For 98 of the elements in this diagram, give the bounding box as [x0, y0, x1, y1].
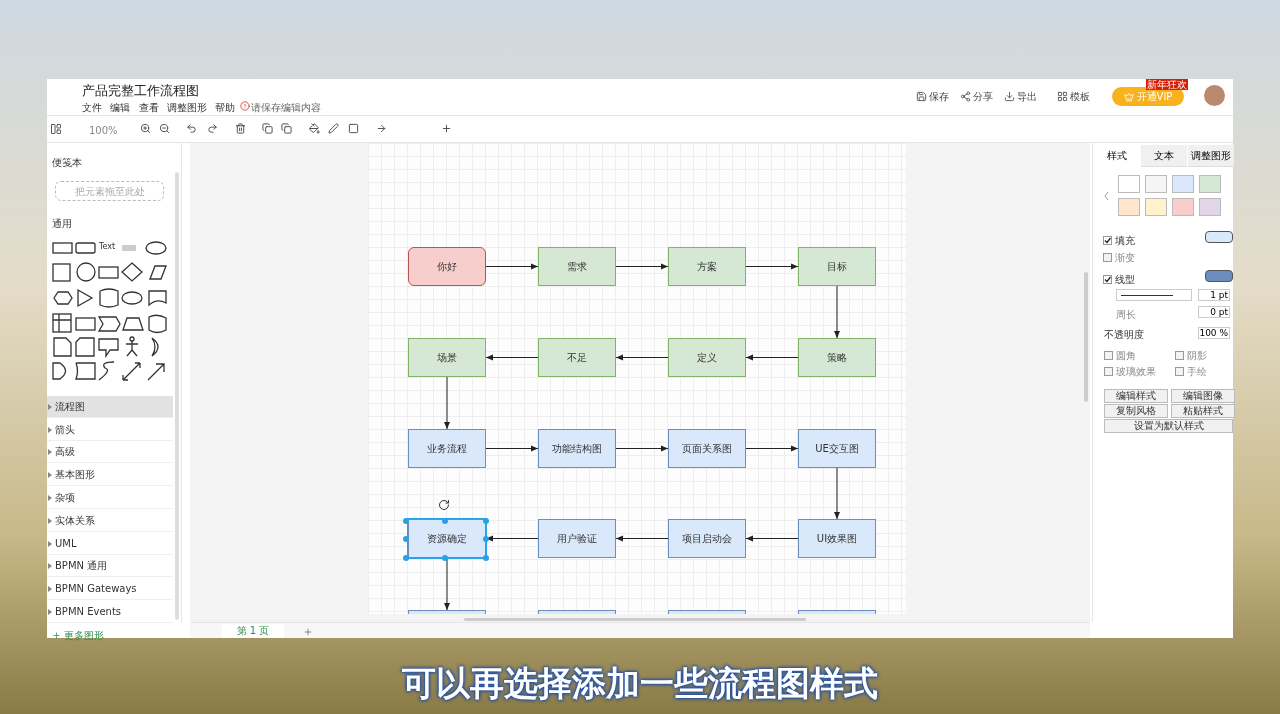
arrow — [615, 263, 669, 270]
menu-item: 调整图形 — [167, 101, 207, 115]
node-label: 不足 — [567, 351, 587, 365]
header-action: 导出 — [1017, 90, 1037, 104]
page-tab: 第 1 页 — [222, 624, 284, 638]
arrow — [834, 467, 840, 520]
arrow — [615, 445, 669, 452]
process-box — [668, 429, 746, 468]
header-action: 模板 — [1070, 90, 1090, 104]
option-label: 玻璃效果 — [1116, 365, 1156, 379]
node-label: 需求 — [567, 260, 587, 274]
process-box — [538, 247, 616, 286]
arrow — [485, 263, 539, 270]
menu-item: 查看 — [139, 101, 159, 115]
category-label: 箭头 — [55, 423, 75, 437]
panel-heading: 通用 — [52, 217, 72, 231]
panel-button: 编辑样式 — [1104, 389, 1168, 403]
arrow — [485, 445, 539, 452]
arrow — [745, 263, 799, 270]
option-label: 填充 — [1115, 234, 1135, 248]
node-label: 页面关系图 — [682, 442, 732, 456]
category-label: 流程图 — [55, 400, 85, 414]
process-box — [538, 519, 616, 558]
menu-item: 文件 — [82, 101, 102, 115]
panel-button: 编辑图像 — [1171, 389, 1235, 403]
arrow — [444, 557, 450, 611]
category-label: 高级 — [55, 445, 75, 459]
option-label: 圆角 — [1116, 349, 1136, 363]
number-field: 100 % — [1198, 327, 1230, 339]
tab: 调整图形 — [1188, 145, 1234, 167]
arrow — [745, 354, 799, 361]
drop-zone: 把元素拖至此处 — [55, 181, 164, 201]
arrow — [745, 535, 799, 542]
panel-button: 设置为默认样式 — [1104, 419, 1233, 433]
field-label: 周长 — [1116, 308, 1136, 322]
category-label: 实体关系 — [55, 514, 95, 528]
category-label: BPMN Events — [55, 605, 122, 619]
process-box — [668, 338, 746, 377]
process-box — [538, 429, 616, 468]
node-label: UI效果图 — [816, 532, 858, 546]
option-label: 手绘 — [1187, 365, 1207, 379]
process-box — [798, 429, 876, 468]
process-box — [668, 519, 746, 558]
process-box — [408, 247, 486, 286]
save-warning: 请保存编辑内容 — [251, 101, 321, 115]
process-box — [408, 338, 486, 377]
node-label: 目标 — [827, 260, 847, 274]
field-label: 不透明度 — [1104, 328, 1144, 342]
node-label: 功能结构图 — [552, 442, 602, 456]
arrow — [745, 445, 799, 452]
node-label: 用户验证 — [557, 532, 597, 546]
header-action: 分享 — [973, 90, 993, 104]
arrow — [615, 535, 669, 542]
node-label: 你好 — [437, 260, 457, 274]
category-label: 杂项 — [55, 491, 75, 505]
node-label: 策略 — [827, 351, 847, 365]
arrow — [834, 285, 840, 339]
node-label: 方案 — [697, 260, 717, 274]
menu-item: 帮助 — [215, 101, 235, 115]
process-box — [798, 338, 876, 377]
category-label: UML — [55, 537, 77, 551]
number-field: 1 pt — [1198, 289, 1230, 301]
document-title: 产品完整工作流程图 — [82, 82, 199, 100]
menu-item: 编辑 — [110, 101, 130, 115]
node-label: 资源确定 — [427, 532, 467, 546]
partial-box — [668, 610, 746, 614]
panel-button: 复制风格 — [1104, 404, 1168, 418]
node-label: 项目启动会 — [682, 532, 732, 546]
category-label: BPMN 通用 — [55, 559, 108, 573]
option-label: 渐变 — [1115, 251, 1135, 265]
option-label: 阴影 — [1187, 349, 1207, 363]
partial-box — [538, 610, 616, 614]
process-box — [408, 429, 486, 468]
node-label: 场景 — [437, 351, 457, 365]
text-shape-sample: Text — [99, 241, 116, 253]
process-box — [538, 338, 616, 377]
arrow — [615, 354, 669, 361]
option-label: 线型 — [1115, 273, 1135, 287]
subtitle-caption: 可以再选择添加一些流程图样式 — [401, 662, 879, 705]
partial-box — [798, 610, 876, 614]
tab: 文本 — [1141, 145, 1187, 167]
category-label: 基本图形 — [55, 468, 95, 482]
partial-box — [408, 610, 486, 614]
arrow — [444, 376, 450, 430]
node-label: 定义 — [697, 351, 717, 365]
node-label: 业务流程 — [427, 442, 467, 456]
process-box — [668, 247, 746, 286]
panel-button: 粘贴样式 — [1171, 404, 1235, 418]
zoom-level: 100% — [89, 124, 118, 138]
process-box — [408, 519, 486, 558]
arrow — [485, 354, 539, 361]
process-box — [798, 519, 876, 558]
panel-heading: 便笺本 — [52, 156, 82, 170]
number-field: 0 pt — [1198, 306, 1230, 318]
node-label: UE交互图 — [815, 442, 859, 456]
category-label: BPMN Gateways — [55, 582, 137, 596]
process-box — [798, 247, 876, 286]
header-action: 保存 — [929, 90, 949, 104]
